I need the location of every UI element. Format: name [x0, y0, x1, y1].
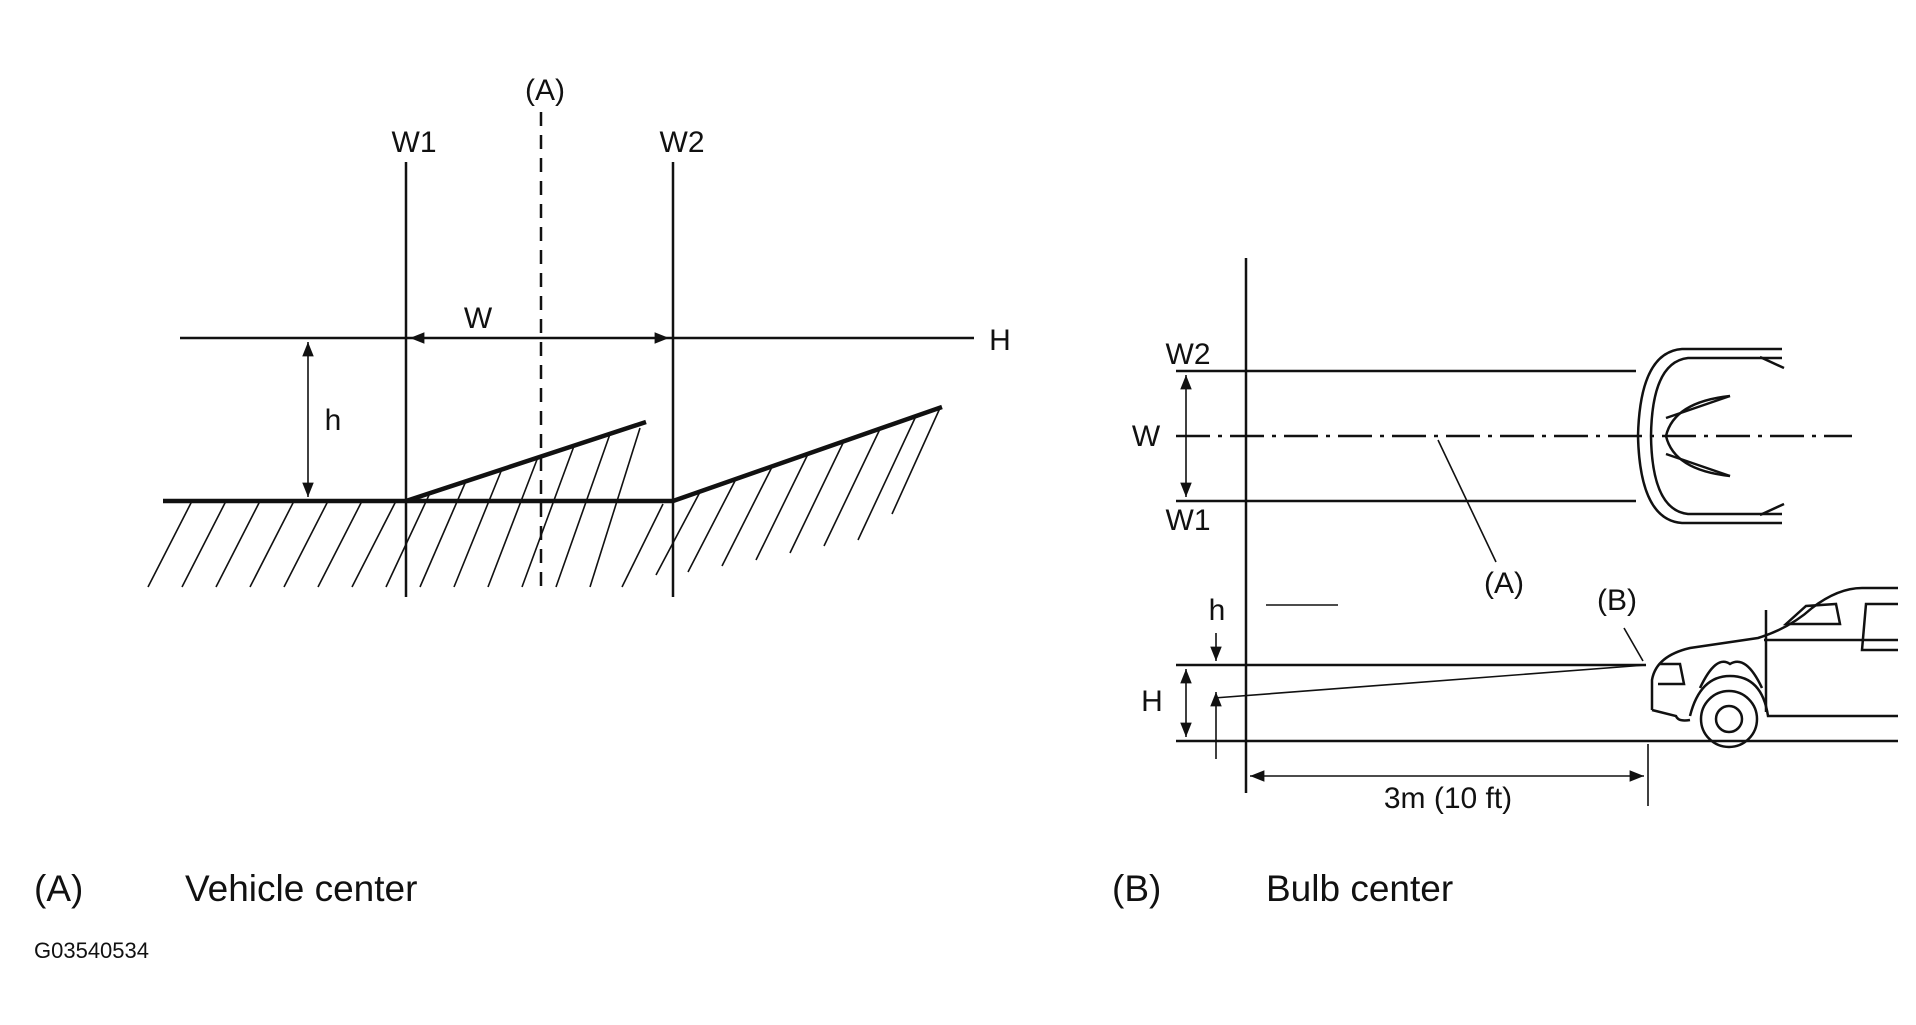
label-vehicle-center-top: (A) [1484, 567, 1524, 600]
label-h-lower: h [325, 404, 342, 437]
label-w1-top: W1 [1166, 504, 1211, 537]
car-top-view [1636, 347, 1785, 525]
label-vehicle-center: (A) [525, 74, 565, 107]
label-w2: W2 [660, 126, 705, 159]
legend-text-b: Bulb center [1266, 868, 1454, 909]
vehicle-setup-diagram: W2 W W1 (A) (B) h H 3m (10 ft) [1132, 258, 1898, 815]
car-side-view [1650, 586, 1898, 722]
front-wheel-hub [1714, 704, 1744, 734]
figure-code: G03540534 [34, 938, 149, 963]
label-distance: 3m (10 ft) [1384, 782, 1512, 815]
leader-a [1437, 439, 1497, 563]
front-wheel [1699, 689, 1759, 749]
label-w2-top: W2 [1166, 338, 1211, 371]
label-h-upper: H [989, 324, 1011, 357]
shade-hatching [147, 407, 941, 588]
label-w: W [464, 302, 493, 335]
beam-line [1213, 664, 1647, 699]
label-big-h-side: H [1141, 685, 1163, 718]
label-h-side: h [1209, 594, 1226, 627]
label-w-top: W [1132, 420, 1161, 453]
legend-key-b: (B) [1112, 868, 1162, 909]
leader-b [1623, 627, 1644, 662]
screen-pattern-diagram: (A) W1 W2 W H h [147, 74, 1011, 597]
legend-key-a: (A) [34, 868, 84, 909]
cutoff-line-right [406, 404, 943, 504]
label-w1: W1 [392, 126, 437, 159]
label-bulb-center: (B) [1597, 584, 1637, 617]
legend-text-a: Vehicle center [185, 868, 418, 909]
cutoff-line-left [163, 419, 647, 504]
